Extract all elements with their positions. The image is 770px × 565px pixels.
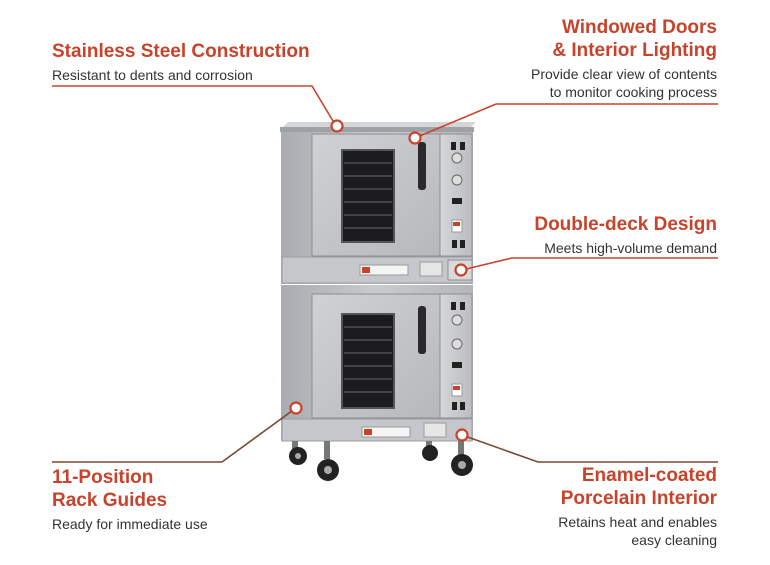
marker-stainless xyxy=(330,119,344,133)
callout-leaders xyxy=(52,85,718,463)
callout-title-line: Enamel-coated xyxy=(581,465,717,486)
callout-description: Ready for immediate use xyxy=(52,516,208,532)
callout-double-deck: Double-deck Design Meets high-volume dem… xyxy=(457,213,717,257)
callout-title: Enamel-coated Porcelain Interior xyxy=(477,464,717,510)
callout-title: 11-Position Rack Guides xyxy=(52,466,272,512)
marker-rack xyxy=(289,401,303,415)
leader-stainless xyxy=(52,85,337,127)
oven-top xyxy=(280,122,476,132)
callout-title-line: 11-Position xyxy=(52,467,154,488)
callout-description: Provide clear view of contents to monito… xyxy=(457,65,717,101)
callout-enamel-interior: Enamel-coated Porcelain Interior Retains… xyxy=(477,464,717,549)
leader-enamel xyxy=(461,434,718,463)
callout-title-line: & Interior Lighting xyxy=(552,40,717,61)
callout-description-line: to monitor cooking process xyxy=(549,84,717,100)
callout-description: Meets high-volume demand xyxy=(544,240,717,256)
callout-windowed-doors: Windowed Doors & Interior Lighting Provi… xyxy=(457,16,717,101)
callout-title: Double-deck Design xyxy=(534,214,717,235)
callout-title: Windowed Doors & Interior Lighting xyxy=(457,16,717,62)
callout-description: Retains heat and enables easy cleaning xyxy=(477,513,717,549)
callout-description-line: easy cleaning xyxy=(631,532,717,548)
marker-enamel xyxy=(455,428,469,442)
callout-description-line: Provide clear view of contents xyxy=(531,66,717,82)
marker-double xyxy=(454,263,468,277)
leader-windowed xyxy=(414,103,718,139)
callout-description: Resistant to dents and corrosion xyxy=(52,67,253,83)
upper-deck xyxy=(281,132,473,284)
leader-rack xyxy=(52,407,297,463)
caster-wheels xyxy=(289,441,473,481)
leader-double xyxy=(461,257,718,271)
callout-title-line: Rack Guides xyxy=(52,490,168,511)
marker-windowed xyxy=(408,131,422,145)
callout-description-line: Retains heat and enables xyxy=(558,514,717,530)
lower-deck xyxy=(281,285,473,442)
callout-stainless-steel: Stainless Steel Construction Resistant t… xyxy=(52,40,352,84)
callout-rack-guides: 11-Position Rack Guides Ready for immedi… xyxy=(52,466,272,533)
callout-title: Stainless Steel Construction xyxy=(52,41,310,62)
callout-title-line: Porcelain Interior xyxy=(560,488,717,509)
callout-title-line: Windowed Doors xyxy=(562,17,717,38)
